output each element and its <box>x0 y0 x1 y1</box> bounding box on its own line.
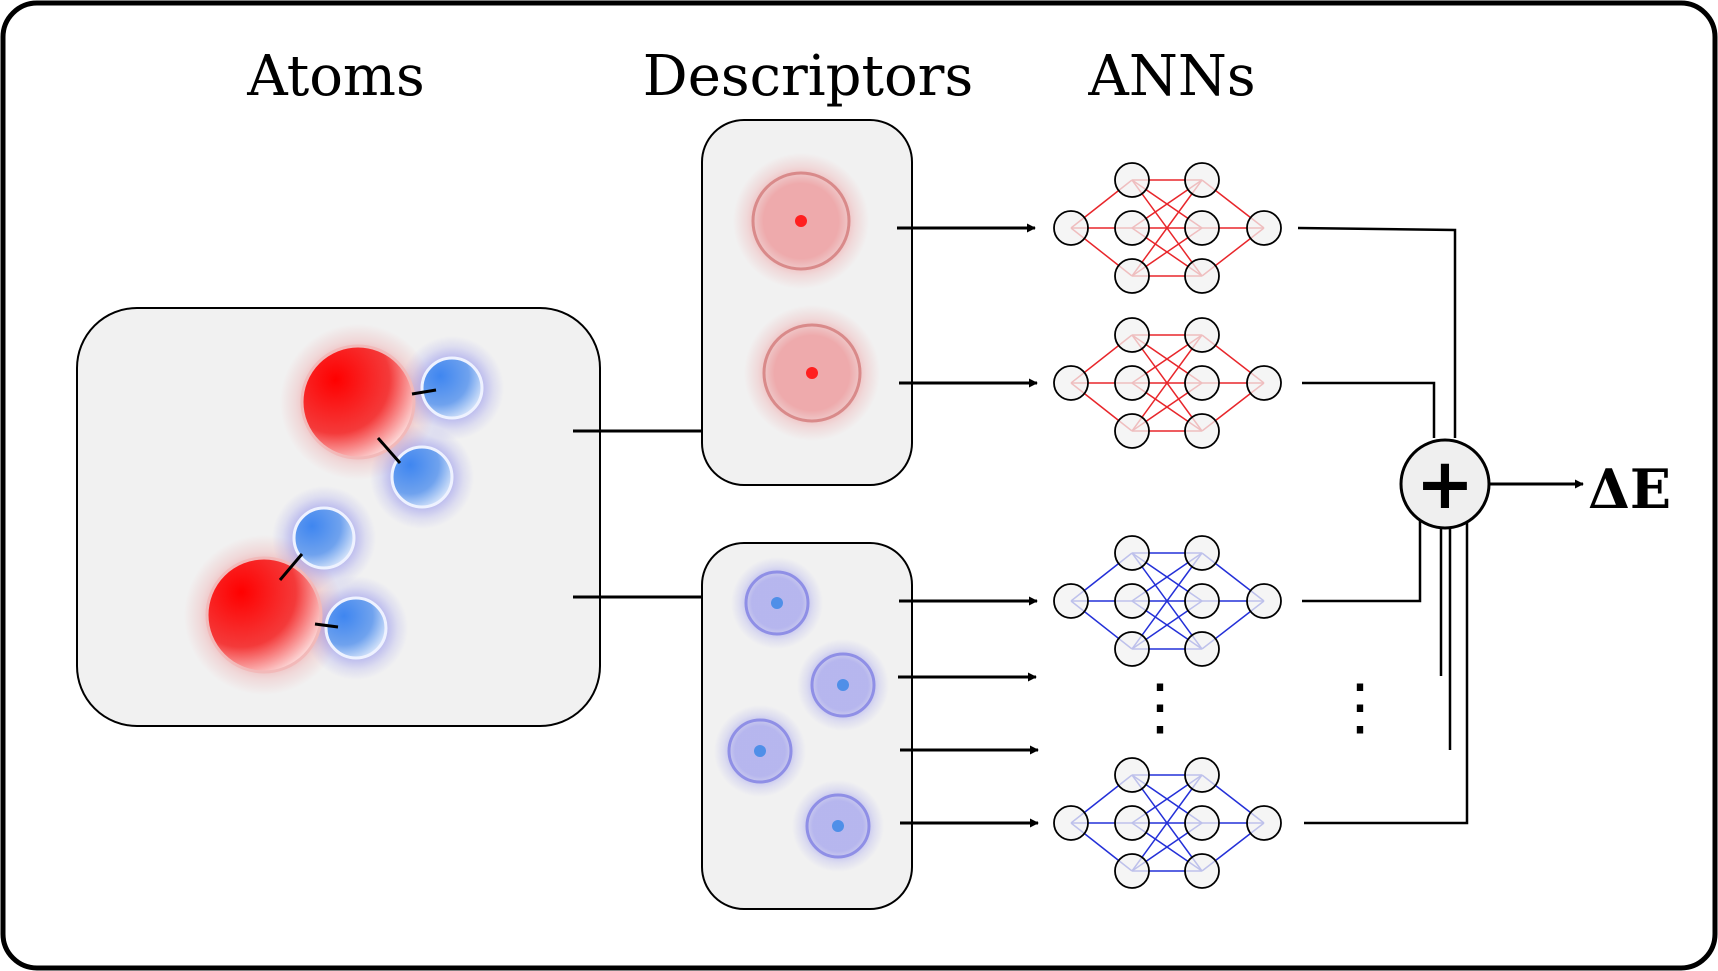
output-ellipsis: ⋮ <box>1329 670 1391 743</box>
network-node <box>1184 210 1220 246</box>
network-node <box>1184 258 1220 294</box>
network-node <box>1114 631 1150 667</box>
network-node <box>1114 853 1150 889</box>
descriptor-ring <box>751 171 851 271</box>
heading-atoms: Atoms <box>246 44 425 109</box>
network-ellipsis: ⋮ <box>1129 670 1191 743</box>
neural-network-oxygen <box>1053 162 1282 294</box>
network-edge <box>1131 179 1203 277</box>
network-node <box>1184 162 1220 198</box>
network-node <box>1053 365 1089 401</box>
network-node <box>1053 210 1089 246</box>
water-molecule-bottom <box>184 486 408 695</box>
neural-network-hydrogen <box>1053 535 1282 667</box>
neural-networks <box>1053 162 1282 889</box>
network-node <box>1114 413 1150 449</box>
network-node <box>1184 853 1220 889</box>
network-node <box>1114 365 1150 401</box>
network-node <box>1114 210 1150 246</box>
descriptor-ring <box>805 793 871 859</box>
network-node <box>1114 317 1150 353</box>
network-node <box>1114 258 1150 294</box>
sum-plus-symbol: + <box>1416 443 1475 525</box>
bond-line <box>376 437 402 464</box>
network-node <box>1246 210 1282 246</box>
neural-network-hydrogen <box>1053 757 1282 889</box>
descriptor-ring <box>727 718 793 784</box>
descriptor-center <box>754 745 766 757</box>
network-node <box>1246 365 1282 401</box>
connector-line <box>1304 518 1469 825</box>
network-edge <box>1131 774 1203 872</box>
oxygen-descriptor <box>733 153 869 289</box>
network-node <box>1114 583 1150 619</box>
network-node <box>1184 583 1220 619</box>
network-node <box>1114 805 1150 841</box>
network-node <box>1114 162 1150 198</box>
connector-line <box>1302 381 1436 438</box>
network-node <box>1184 413 1220 449</box>
hydrogen-atom <box>420 356 484 420</box>
network-node <box>1114 535 1150 571</box>
hydrogen-descriptor <box>714 705 806 797</box>
network-node <box>1184 535 1220 571</box>
network-node <box>1053 805 1089 841</box>
network-node <box>1184 631 1220 667</box>
descriptor-center <box>795 215 807 227</box>
descriptor-ring <box>810 652 876 718</box>
oxygen-descriptor <box>744 305 880 441</box>
oxygen-atom <box>300 344 416 460</box>
hydrogen-atom <box>390 445 454 509</box>
network-edge <box>1131 552 1203 650</box>
heading-anns: ANNs <box>1087 44 1255 109</box>
descriptor-center <box>837 679 849 691</box>
network-edge <box>1131 334 1203 432</box>
network-node <box>1114 757 1150 793</box>
network-node <box>1246 805 1282 841</box>
water-molecule-top <box>280 324 504 529</box>
connector-line <box>1297 226 1457 438</box>
hydrogen-descriptor <box>792 780 884 872</box>
descriptor-ring <box>762 323 862 423</box>
bond-line <box>314 622 339 629</box>
descriptor-center <box>771 597 783 609</box>
oxygen-atom <box>205 556 323 674</box>
hydrogen-atom <box>292 506 356 570</box>
network-node <box>1184 805 1220 841</box>
network-node <box>1184 317 1220 353</box>
hydrogen-descriptor <box>797 639 889 731</box>
descriptor-center <box>806 367 818 379</box>
network-node <box>1053 583 1089 619</box>
sum-connectors <box>1297 226 1469 825</box>
descriptor-center <box>832 820 844 832</box>
output-delta-e: ΔE <box>1588 457 1671 521</box>
hydrogen-descriptor <box>731 557 823 649</box>
descriptor-ring <box>744 570 810 636</box>
bond-line <box>411 388 437 396</box>
neural-network-oxygen <box>1053 317 1282 449</box>
network-node <box>1184 365 1220 401</box>
hydrogen-atom <box>324 596 388 660</box>
network-node <box>1184 757 1220 793</box>
heading-descriptors: Descriptors <box>643 44 973 109</box>
bond-line <box>278 553 304 581</box>
connector-line <box>1302 518 1422 603</box>
network-node <box>1246 583 1282 619</box>
